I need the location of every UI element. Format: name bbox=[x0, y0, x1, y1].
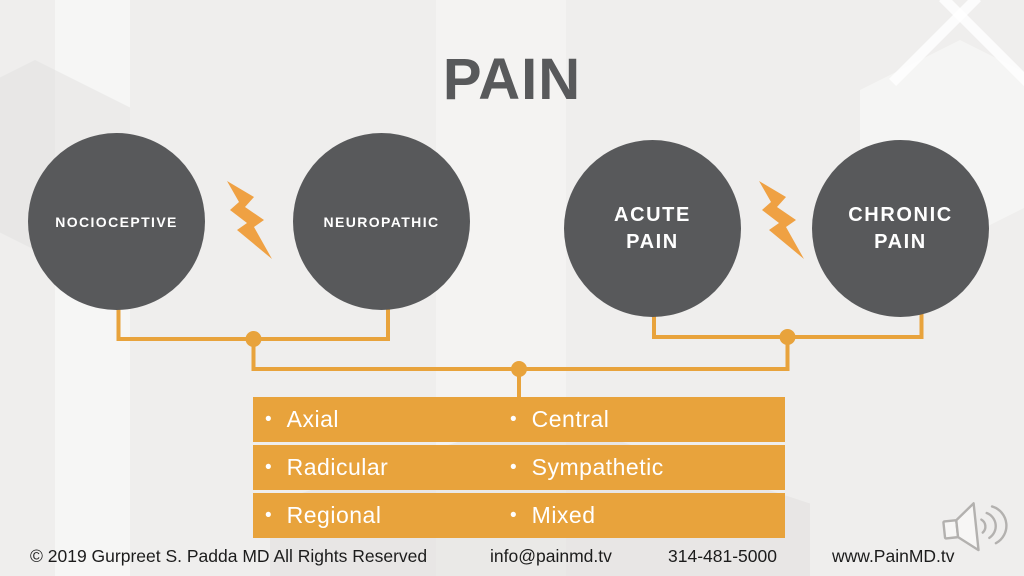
table-cell: • Axial bbox=[253, 406, 498, 433]
cell-label: Central bbox=[531, 406, 610, 432]
lightning-bolt-icon bbox=[759, 181, 804, 259]
bullet-glyph: • bbox=[265, 456, 272, 478]
bullet-glyph: • bbox=[265, 504, 272, 526]
junction-dot-left bbox=[245, 331, 262, 347]
junction-dot-center bbox=[511, 361, 527, 377]
bullet-glyph: • bbox=[510, 504, 517, 526]
node-label: NOCIOCEPTIVE bbox=[55, 213, 178, 230]
node-label: ACUTE bbox=[614, 203, 691, 226]
phone-text: 314-481-5000 bbox=[668, 546, 777, 566]
bullet-glyph: • bbox=[265, 408, 272, 430]
node-label-line2: PAIN bbox=[626, 230, 679, 253]
speaker-icon[interactable] bbox=[938, 494, 1017, 557]
node-label: CHRONIC bbox=[848, 203, 953, 226]
node-acute-pain: ACUTE PAIN bbox=[564, 140, 741, 317]
table-row: • Regional • Mixed bbox=[253, 493, 785, 538]
cell-label: Axial bbox=[286, 406, 340, 432]
table-row: • Axial • Central bbox=[253, 397, 785, 442]
node-label-line2: PAIN bbox=[874, 230, 927, 253]
table-cell: • Central bbox=[498, 406, 785, 433]
table-row: • Radicular • Sympathetic bbox=[253, 445, 785, 490]
lightning-bolt-icon bbox=[227, 181, 272, 259]
node-neuropathic: NEUROPATHIC bbox=[293, 133, 470, 310]
email-text: info@painmd.tv bbox=[490, 546, 612, 566]
copyright-text: © 2019 Gurpreet S. Padda MD All Rights R… bbox=[30, 546, 428, 566]
table-cell: • Mixed bbox=[498, 502, 785, 529]
table-cell: • Sympathetic bbox=[498, 454, 785, 481]
node-nocioceptive: NOCIOCEPTIVE bbox=[28, 133, 205, 310]
bullet-glyph: • bbox=[510, 408, 517, 430]
footer: © 2019 Gurpreet S. Padda MD All Rights R… bbox=[0, 546, 1024, 572]
cell-label: Mixed bbox=[531, 502, 596, 528]
page-title: PAIN bbox=[442, 47, 582, 112]
bullet-glyph: • bbox=[510, 456, 517, 478]
node-chronic-pain: CHRONIC PAIN bbox=[812, 140, 989, 317]
junction-dot-right bbox=[779, 329, 796, 345]
cell-label: Sympathetic bbox=[531, 454, 664, 480]
cell-label: Regional bbox=[286, 502, 382, 528]
table-cell: • Radicular bbox=[253, 454, 498, 481]
cell-label: Radicular bbox=[286, 454, 389, 480]
website-text: www.PainMD.tv bbox=[832, 546, 955, 566]
pain-types-table: • Axial • Central • Radicular • Sympathe… bbox=[253, 397, 785, 538]
table-cell: • Regional bbox=[253, 502, 498, 529]
node-label: NEUROPATHIC bbox=[323, 213, 440, 230]
